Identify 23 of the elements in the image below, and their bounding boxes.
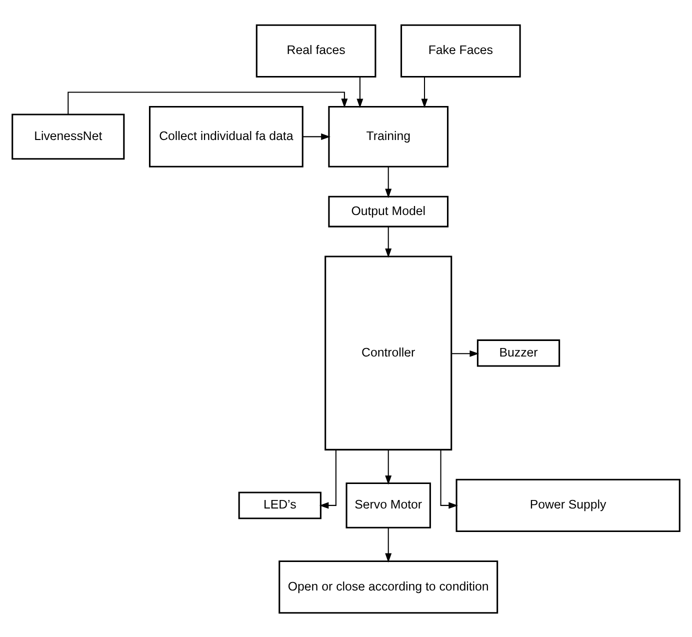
- arrow: [385, 450, 392, 484]
- arrow: [356, 76, 364, 108]
- arrow: [385, 226, 392, 258]
- arrow: [452, 350, 479, 356]
- node-box: Output Model: [328, 195, 449, 227]
- node-box: Buzzer: [476, 338, 560, 366]
- node-box: LED’s: [238, 491, 322, 519]
- arrow: [385, 166, 392, 198]
- node-box: Training: [328, 105, 449, 167]
- arrow: [440, 450, 458, 508]
- arrow: [303, 132, 330, 140]
- node-box: LivenessNet: [12, 113, 125, 160]
- arrow: [319, 450, 336, 508]
- arrow: [68, 91, 348, 114]
- arrow: [421, 76, 428, 108]
- node-box: Collect individual fa data: [148, 105, 304, 167]
- node-box: Power Supply: [456, 478, 680, 532]
- node-box: Servo Motor: [346, 482, 431, 528]
- node-box: Real faces: [256, 24, 376, 78]
- node-box: Controller: [324, 255, 452, 450]
- node-box: Fake Faces: [400, 24, 521, 78]
- arrow: [385, 527, 392, 562]
- node-box: Open or close according to condition: [278, 560, 498, 614]
